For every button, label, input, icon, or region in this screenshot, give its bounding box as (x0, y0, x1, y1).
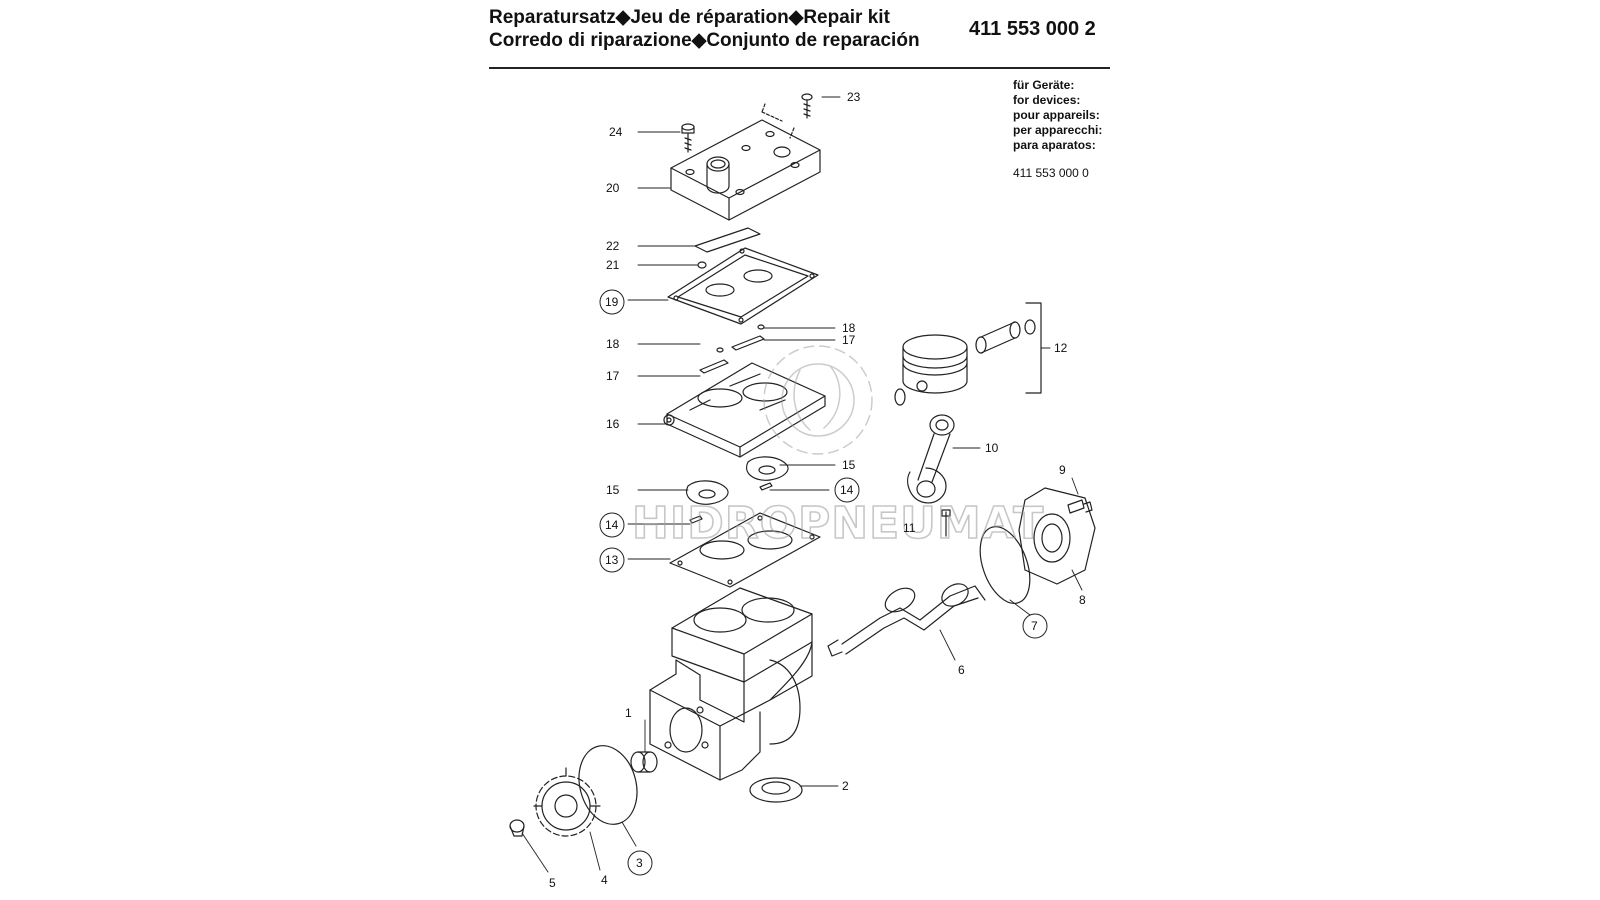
part-4-gear (533, 767, 601, 837)
callout-1: 1 (625, 706, 632, 720)
part-18-17-valves-upper (731, 324, 765, 351)
part-19-gasket (667, 247, 819, 325)
callout-15-left: 15 (606, 483, 620, 497)
devices-label-de: für Geräte: (1013, 78, 1075, 92)
part-1-bushing (630, 751, 658, 773)
devices-label-block: für Geräte: for devices: pour appareils:… (1013, 78, 1102, 153)
part-9-bolt (1067, 499, 1093, 514)
devices-label-it: per apparecchi: (1013, 123, 1103, 137)
callout-17-left: 17 (606, 369, 620, 383)
callout-20: 20 (606, 181, 620, 195)
part-15-gasket-right (746, 456, 789, 481)
part-3-o-ring (578, 745, 638, 825)
devices-label-fr: pour appareils: (1013, 108, 1100, 122)
callout-18-right: 18 (842, 321, 856, 335)
watermark-gear-logo (763, 345, 873, 455)
header-divider (489, 67, 1110, 69)
callout-17-right: 17 (842, 333, 856, 347)
part-20-head-cover (670, 119, 821, 221)
kit-part-number: 411 553 000 2 (969, 18, 1096, 40)
callout-5: 5 (549, 876, 556, 890)
part-10-connecting-rod (907, 414, 955, 504)
callout-7: 7 (1031, 619, 1038, 633)
callout-10: 10 (985, 441, 999, 455)
part-23-screw (761, 93, 813, 139)
part-7-o-ring (979, 526, 1031, 604)
part-12-piston-kit (894, 302, 1042, 406)
part-5-nut (509, 819, 525, 837)
callout-labels: 1 2 3 4 5 6 7 8 9 10 11 12 13 14 14 15 1… (549, 90, 1086, 890)
device-number: 411 553 000 0 (1013, 166, 1089, 180)
devices-label-es: para aparatos: (1013, 138, 1096, 152)
part-14-seals (689, 482, 773, 524)
part-22-plate (694, 227, 761, 253)
leader-lines (521, 96, 1083, 873)
part-24-bolt (681, 123, 695, 153)
callout-9: 9 (1059, 463, 1066, 477)
callout-18-left: 18 (606, 337, 620, 351)
part-8-bearing-cover (1018, 487, 1096, 585)
title-line-2: Corredo di riparazione◆Conjunto de repar… (489, 30, 920, 51)
callout-8: 8 (1079, 593, 1086, 607)
callout-11: 11 (903, 521, 916, 535)
title-line-1: Reparatursatz◆Jeu de réparation◆Repair k… (489, 7, 890, 28)
callout-16: 16 (606, 417, 620, 431)
callout-4: 4 (601, 873, 608, 887)
callout-6: 6 (958, 663, 965, 677)
part-2-seal (749, 777, 803, 803)
part-18-17-valves-lower (699, 347, 729, 374)
part-16-valve-plate (663, 362, 826, 458)
part-13-cylinder-gasket (669, 512, 821, 588)
devices-label-en: for devices: (1013, 93, 1081, 107)
part-21-washer (697, 261, 707, 269)
callout-14-left: 14 (605, 518, 619, 532)
part-11-bolt (941, 509, 951, 537)
callout-circles (599, 289, 1048, 876)
callout-23: 23 (847, 90, 861, 104)
callout-24: 24 (609, 125, 623, 139)
part-6-crankshaft (827, 583, 986, 657)
callout-14-right: 14 (840, 483, 854, 497)
callout-15-right: 15 (842, 458, 856, 472)
watermark-text: HIDROPNEUMAT (632, 498, 1044, 549)
callout-22: 22 (606, 239, 620, 253)
callout-21: 21 (606, 258, 620, 272)
callout-19: 19 (605, 295, 619, 309)
callout-2: 2 (842, 779, 849, 793)
callout-3: 3 (636, 856, 643, 870)
crankcase-body (649, 587, 813, 781)
callout-12: 12 (1054, 341, 1068, 355)
callout-13: 13 (605, 553, 619, 567)
part-15-gasket-left (686, 480, 729, 505)
